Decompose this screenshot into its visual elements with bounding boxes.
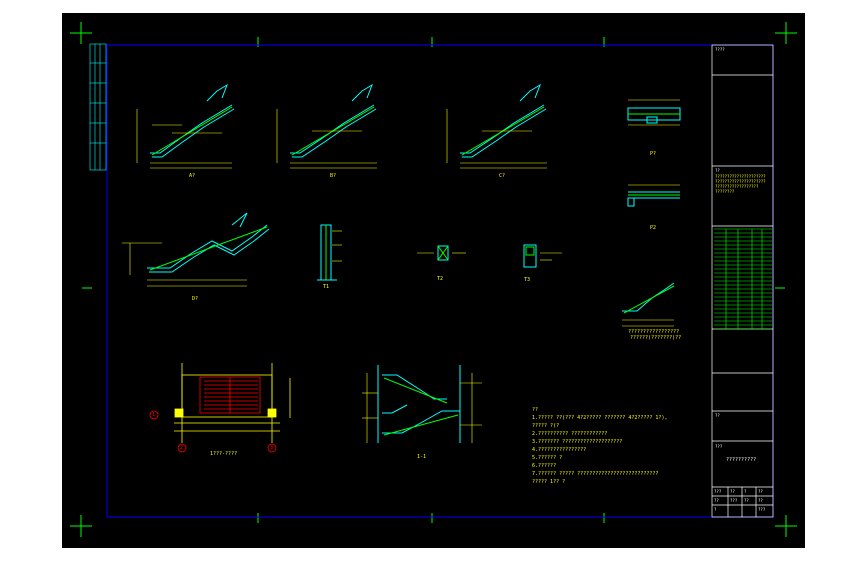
stair-section-d	[122, 212, 270, 287]
sign-cell: ?	[714, 507, 717, 512]
notes-line: 6.??????	[532, 463, 557, 469]
general-notes: ?? 1.????? ??(??? 4?2????? ??????? 4?2??…	[532, 406, 762, 486]
sign-cell: ??	[730, 489, 735, 494]
label-section-b: B?	[330, 173, 337, 179]
plate-detail-p2	[627, 184, 680, 207]
notes-line: 7.?????? ????? ?????????????????????????…	[532, 471, 659, 477]
stair-section-b	[276, 83, 377, 169]
sign-cell: ???	[714, 489, 722, 494]
detail-note-2: ??????(???????)??	[630, 335, 682, 341]
title-block-top-label: ????	[715, 47, 725, 52]
grid-bubble-3: 3	[270, 445, 274, 451]
notes-line: ????? ?(?	[532, 423, 560, 429]
cad-viewport[interactable]: A? B? C? D? T1 T2 T3 P? P2 ?????????????…	[62, 13, 805, 548]
section-detail-t2	[417, 245, 466, 261]
column-detail-t1	[317, 224, 342, 281]
label-section-a: A?	[189, 173, 196, 179]
drawing-canvas[interactable]	[62, 13, 805, 548]
binding-strip	[89, 43, 107, 171]
section-detail-t3	[523, 244, 562, 268]
title-block-remarks-line: ?????????????????????	[715, 174, 766, 179]
notes-heading: ??	[532, 407, 539, 413]
title-block-project-label: ??	[715, 413, 720, 418]
notes-line: 1.????? ??(??? 4?2????? ??????? 4?2?????…	[532, 415, 668, 421]
label-p2: P2	[650, 225, 657, 231]
stair-elevation-1-1	[362, 365, 482, 443]
notes-line: 5.?????? ?	[532, 455, 563, 461]
sign-cell: ???	[730, 498, 738, 503]
notes-line: 2.?????????? ????????????	[532, 431, 608, 437]
stair-section-c	[446, 83, 547, 169]
label-t3: T3	[524, 277, 531, 283]
sign-cell: ??	[744, 498, 749, 503]
label-p1: P?	[650, 151, 657, 157]
label-section-c: C?	[499, 173, 506, 179]
drawing-name: ??????????	[726, 457, 757, 463]
label-stair-plan: 1???-????	[210, 451, 238, 457]
title-block-table	[714, 228, 772, 330]
step-detail	[622, 282, 675, 327]
title-block-remarks-label: ??	[715, 168, 720, 173]
detail-note-1: ?????????????????	[628, 329, 680, 335]
stair-plan	[149, 363, 291, 453]
notes-line: 4.????????????????	[532, 447, 587, 453]
label-section-d: D?	[192, 296, 199, 302]
crop-marks	[70, 22, 797, 537]
title-block-remarks-line: ?????????????????????	[715, 179, 766, 184]
stair-section-a	[136, 83, 235, 169]
sign-cell: ??	[758, 489, 763, 494]
sign-cell: ???	[758, 507, 766, 512]
title-block-remarks-line: ??????????????????	[715, 184, 759, 189]
grid-bubble-2: 2	[180, 445, 184, 451]
title-block-drawing-label: ???	[715, 444, 723, 449]
label-t1: T1	[323, 284, 330, 290]
sign-cell: ??	[714, 498, 719, 503]
plate-detail-p1	[627, 99, 681, 126]
notes-line: 3.??????? ????????????????????	[532, 439, 623, 445]
grid-bubble-1: 1	[152, 412, 156, 418]
label-t2: T2	[437, 276, 444, 282]
notes-line: ????? 1?? ?	[532, 479, 566, 485]
sign-cell: ?	[744, 489, 747, 494]
title-block-remarks-line: ????????	[715, 189, 735, 194]
sign-cell: ??	[758, 498, 763, 503]
label-elevation-1-1: 1-1	[417, 454, 427, 460]
